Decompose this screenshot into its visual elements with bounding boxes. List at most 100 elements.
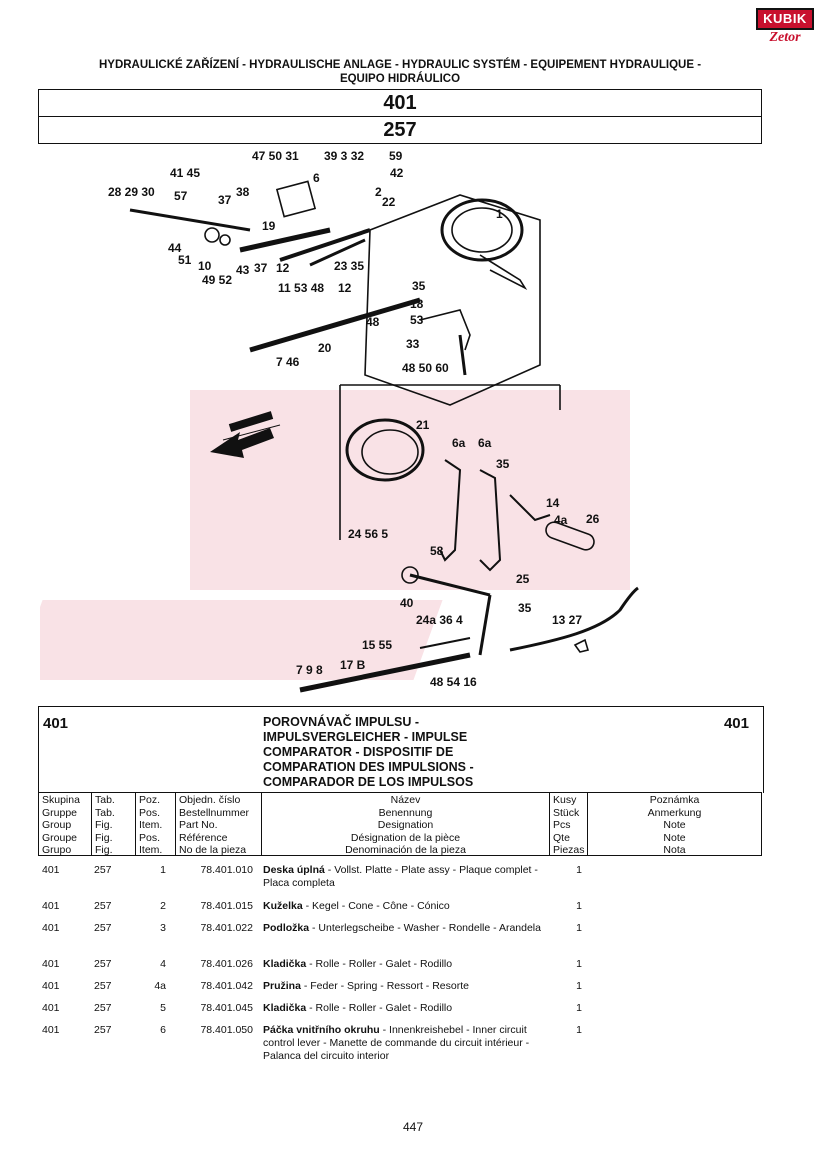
column-header-text: Pos.	[139, 806, 161, 819]
callout-label: 35	[496, 457, 510, 471]
callout-label: 26	[586, 512, 600, 526]
callout-label: 42	[390, 166, 404, 180]
lower-assembly	[222, 411, 639, 693]
column-header-text: Item.	[139, 844, 163, 857]
column-part-number: Objedn. číslo Bestellnummer Part No. Réf…	[175, 793, 261, 857]
callout-label: 28 29 30	[108, 185, 155, 199]
column-header-text: No de la pieza	[179, 844, 247, 857]
row-position: 4	[160, 958, 166, 970]
row-quantity: 1	[576, 1024, 582, 1036]
row-group: 401	[42, 1002, 60, 1014]
row-tab: 257	[94, 864, 112, 876]
assembly-group-left: 401	[43, 715, 69, 732]
callout-label: 59	[389, 149, 403, 163]
callout-label: 20	[318, 341, 332, 355]
callout-label: 25	[516, 572, 530, 586]
row-name-primary: Kladička	[263, 958, 307, 970]
column-header-text: Kusy	[553, 794, 577, 806]
row-name-primary: Kuželka	[263, 900, 303, 912]
row-quantity: 1	[576, 1002, 582, 1014]
row-group: 401	[42, 958, 60, 970]
row-group: 401	[42, 900, 60, 912]
callout-label: 24a 36 4	[416, 613, 463, 627]
assembly-description-line: COMPARATOR - DISPOSITIF DE	[263, 745, 454, 759]
callout-label: 58	[430, 544, 444, 558]
callout-label: 53	[410, 313, 424, 327]
parts-drawing: 47 50 31 39 3 32 59 41 45 42 28 29 30 57…	[13, 149, 639, 693]
callout-labels: 47 50 31 39 3 32 59 41 45 42 28 29 30 57…	[108, 149, 600, 689]
column-header-text: Benennung	[378, 806, 433, 819]
column-header-text: Note	[663, 819, 686, 832]
row-quantity: 1	[576, 980, 582, 992]
callout-label: 17 B	[340, 658, 366, 672]
callout-label: 10	[198, 259, 212, 273]
callout-label: 2	[375, 185, 382, 199]
row-description: Podložka - Unterlegscheibe - Washer - Ro…	[263, 922, 553, 935]
column-headers: Skupina Gruppe Group Groupe Grupo Tab. T…	[38, 792, 762, 856]
row-tab: 257	[94, 958, 112, 970]
callout-label: 57	[174, 189, 188, 203]
row-tab: 257	[94, 980, 112, 992]
callout-label: 4a	[554, 513, 568, 527]
row-position: 2	[160, 900, 166, 912]
callout-label: 7 46	[276, 355, 300, 369]
callout-label: 23 35	[334, 259, 364, 273]
assembly-description-line: IMPULSVERGLEICHER - IMPULSE	[263, 730, 468, 744]
row-part-number: 78.401.015	[200, 900, 253, 912]
column-name: Název Benennung Designation Désignation …	[261, 793, 549, 856]
callout-label: 49 52	[202, 273, 232, 287]
row-name-translations: - Unterlegscheibe - Washer - Rondelle - …	[309, 922, 541, 934]
row-description: Kladička - Rolle - Roller - Galet - Rodi…	[263, 958, 553, 971]
logo-kubik: KUBIK	[756, 8, 814, 30]
row-part-number: 78.401.022	[200, 922, 253, 934]
group-number-box: 401	[38, 89, 762, 117]
table-number-box: 257	[38, 116, 762, 144]
column-pos: Poz. Pos. Item. Pos. Item.	[135, 793, 175, 857]
row-tab: 257	[94, 1024, 112, 1036]
callout-label: 48 54 16	[430, 675, 477, 689]
row-group: 401	[42, 864, 60, 876]
callout-label: 19	[262, 219, 276, 233]
callout-label: 38	[236, 185, 250, 199]
column-header-text: Stück	[553, 806, 580, 819]
row-part-number: 78.401.026	[200, 958, 253, 970]
column-header-text: Qte	[553, 831, 570, 844]
callout-label: 22	[382, 195, 396, 209]
row-quantity: 1	[576, 922, 582, 934]
callout-label: 37	[254, 261, 268, 275]
callout-label: 35	[518, 601, 532, 615]
callout-label: 48 50 60	[402, 361, 449, 375]
column-header-text: Grupo	[42, 844, 72, 857]
column-header-text: Piezas	[553, 844, 585, 857]
column-header-text: Designation	[377, 819, 434, 832]
row-position: 6	[160, 1024, 166, 1036]
row-part-number: 78.401.045	[200, 1002, 253, 1014]
direction-arrow	[210, 428, 274, 458]
callout-label: 41 45	[170, 166, 200, 180]
callout-label: 6	[313, 171, 320, 185]
row-position: 5	[160, 1002, 166, 1014]
callout-label: 7 9 8	[296, 663, 323, 677]
row-tab: 257	[94, 1002, 112, 1014]
callout-label: 6a	[478, 436, 492, 450]
column-header-text: Part No.	[179, 819, 218, 832]
row-description: Kladička - Rolle - Roller - Galet - Rodi…	[263, 1002, 553, 1015]
section-title-line1: HYDRAULICKÉ ZAŘÍZENÍ - HYDRAULISCHE ANLA…	[98, 59, 702, 71]
callout-label: 18	[410, 297, 424, 311]
column-header-text: Groupe	[42, 831, 78, 844]
row-group: 401	[42, 922, 60, 934]
row-name-primary: Páčka vnitřního okruhu	[263, 1024, 380, 1036]
column-header-text: Fig.	[95, 831, 113, 844]
column-header-text: Pcs	[553, 819, 571, 832]
column-qty: Kusy Stück Pcs Qte Piezas	[549, 793, 587, 857]
column-header-text: Nota	[663, 844, 686, 857]
row-description: Páčka vnitřního okruhu - Innenkreishebel…	[263, 1024, 553, 1063]
column-header-text: Tab.	[95, 794, 115, 806]
row-name-primary: Deska úplná	[263, 864, 325, 876]
callout-label: 12	[338, 281, 352, 295]
row-name-translations: - Rolle - Roller - Galet - Rodillo	[306, 958, 453, 970]
callout-label: 15 55	[362, 638, 392, 652]
row-group: 401	[42, 980, 60, 992]
row-position: 1	[160, 864, 166, 876]
column-header-text: Bestellnummer	[179, 806, 250, 819]
